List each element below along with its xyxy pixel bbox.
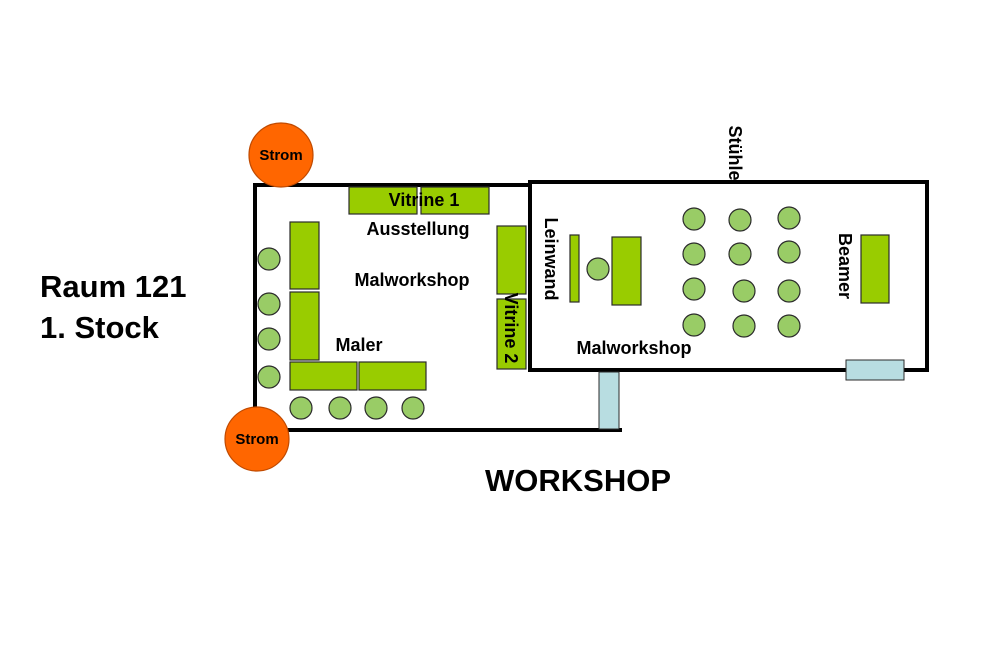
vitrine-2-bottom <box>496 298 527 370</box>
chairs-left-column <box>257 247 281 389</box>
presenter-chair <box>586 257 610 281</box>
chair <box>777 314 801 338</box>
chair <box>682 277 706 301</box>
room-name: Raum 121 <box>40 269 186 304</box>
chair <box>732 314 756 338</box>
chair <box>682 242 706 266</box>
strom-bottom-label: Strom <box>235 431 278 448</box>
vitrine-1-right <box>420 186 490 215</box>
door-bottom <box>598 371 620 430</box>
right-room-wall <box>528 180 929 372</box>
power-outlet-bottom: Strom <box>224 406 290 472</box>
leinwand-screen <box>569 234 580 303</box>
vitrine-2-top <box>496 225 527 295</box>
vitrine-1-left <box>348 186 418 215</box>
chair <box>257 365 281 389</box>
maler-table-vertical-bottom <box>289 291 320 361</box>
malworkshop-right-label: Malworkshop <box>576 338 691 358</box>
chair <box>682 207 706 231</box>
walls <box>253 180 929 432</box>
chair <box>401 396 425 420</box>
stuehle-label: Stühle <box>725 125 745 180</box>
beamer-table <box>860 234 890 304</box>
strom-top-label: Strom <box>259 147 302 164</box>
chair <box>289 396 313 420</box>
chair <box>364 396 388 420</box>
vitrine-2-label: Vitrine 2 <box>501 293 521 364</box>
chair <box>777 279 801 303</box>
chair <box>777 240 801 264</box>
chair <box>728 208 752 232</box>
chair <box>728 242 752 266</box>
chair <box>257 247 281 271</box>
maler-label: Maler <box>335 335 382 355</box>
chair <box>777 206 801 230</box>
maler-table-horizontal-right <box>358 361 427 391</box>
presenter-table <box>611 236 642 306</box>
beamer-label: Beamer <box>835 233 855 299</box>
leinwand-label: Leinwand <box>541 217 561 300</box>
malworkshop-left-label: Malworkshop <box>354 270 469 290</box>
left-room-wall <box>253 183 622 432</box>
chair-grid <box>682 206 801 338</box>
door-right <box>845 359 905 381</box>
maler-table-vertical-top <box>289 221 320 290</box>
vitrine-1-label: Vitrine 1 <box>389 190 460 210</box>
chairs-bottom-row <box>289 396 425 420</box>
maler-table-horizontal-left <box>289 361 358 391</box>
workshop-title: WORKSHOP <box>485 463 671 498</box>
chair <box>257 292 281 316</box>
room-floor: 1. Stock <box>40 310 160 345</box>
chair <box>328 396 352 420</box>
power-outlet-top: Strom <box>248 122 314 188</box>
chair <box>732 279 756 303</box>
chair <box>257 327 281 351</box>
chair <box>682 313 706 337</box>
ausstellung-label: Ausstellung <box>366 219 469 239</box>
